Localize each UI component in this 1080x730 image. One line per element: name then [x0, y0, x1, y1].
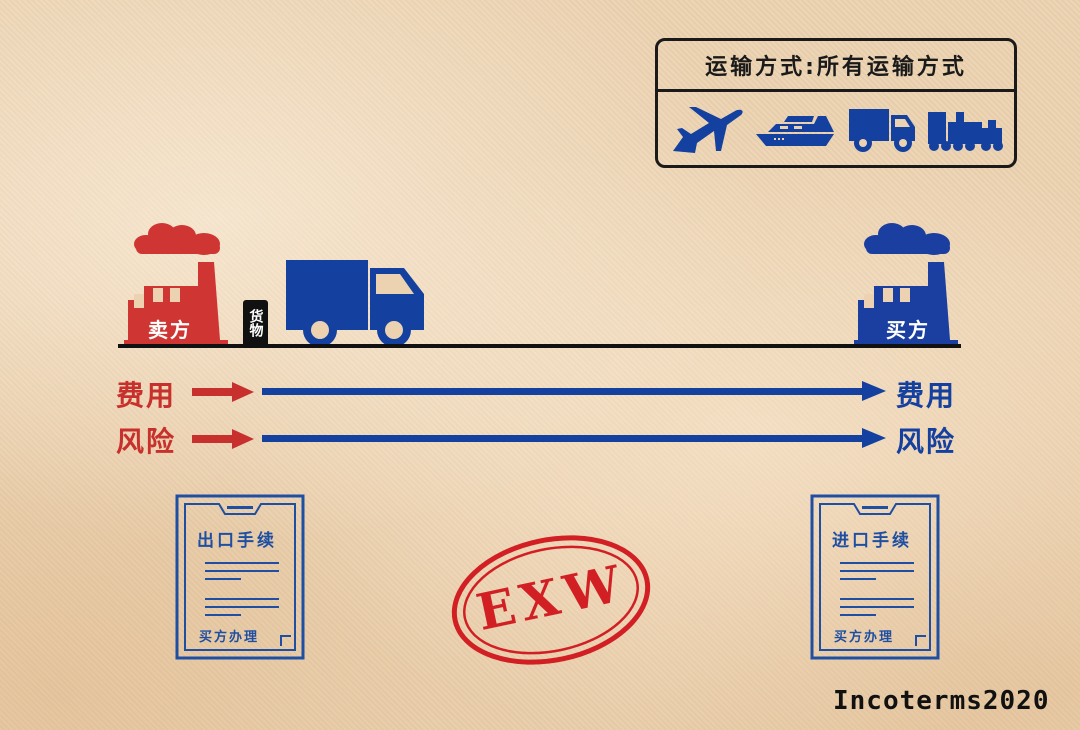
truck-icon — [848, 109, 915, 152]
truck-icon — [286, 260, 424, 347]
airplane-icon — [672, 107, 743, 153]
brand-text: Incoterms2020 — [833, 686, 1050, 716]
clipboard-icon — [175, 494, 305, 660]
export-document: 出口手续 买方办理 — [175, 494, 305, 660]
import-document: 进口手续 买方办理 — [810, 494, 940, 660]
cargo-box: 货物 — [243, 300, 268, 346]
transport-icons — [658, 92, 1014, 168]
transport-mode-box: 运输方式:所有运输方式 — [655, 38, 1017, 168]
blue-risk-arrow-icon — [262, 428, 886, 448]
export-doc-footer: 买方办理 — [199, 630, 260, 645]
train-icon — [927, 112, 1003, 151]
import-doc-footer: 买方办理 — [834, 630, 895, 645]
seller-factory: 卖方 — [124, 222, 232, 346]
buyer-label: 买方 — [886, 318, 930, 342]
factory-icon — [124, 223, 228, 346]
clipboard-icon — [810, 494, 940, 660]
import-doc-title: 进口手续 — [832, 531, 912, 551]
stamp-ring-icon — [451, 535, 651, 665]
factory-icon — [854, 223, 958, 346]
buyer-factory: 买方 — [854, 222, 962, 346]
blue-cost-arrow-icon — [262, 381, 886, 401]
ground-line — [118, 344, 961, 348]
red-arrow-icon — [192, 429, 254, 449]
transport-mode-title: 运输方式:所有运输方式 — [658, 41, 1014, 92]
risk-label-left: 风险 — [116, 425, 177, 458]
cost-label-right: 费用 — [896, 379, 957, 412]
ship-icon — [755, 116, 834, 146]
risk-label-right: 风险 — [896, 425, 957, 458]
seller-label: 卖方 — [148, 318, 192, 342]
red-arrow-icon — [192, 382, 254, 402]
export-doc-title: 出口手续 — [197, 531, 277, 551]
exw-stamp: EXW — [446, 530, 656, 670]
cost-label-left: 费用 — [116, 379, 177, 412]
